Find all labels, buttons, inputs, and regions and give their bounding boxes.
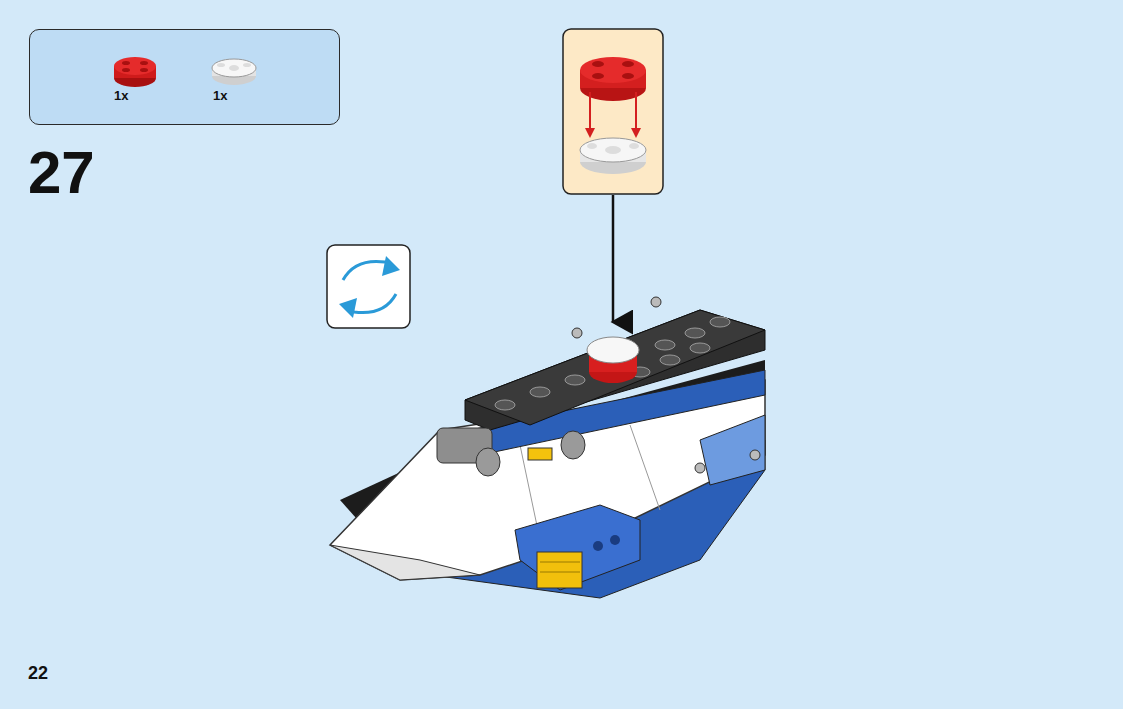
rotate-icon: [327, 245, 410, 328]
part-icons: [30, 30, 341, 126]
parts-list-box: 1x 1x: [29, 29, 340, 125]
step-number: 27: [28, 140, 95, 206]
part-quantity: 1x: [213, 88, 227, 103]
part-quantity: 1x: [114, 88, 128, 103]
page-number: 22: [28, 664, 48, 684]
placement-arrow: [612, 195, 615, 322]
callout-box: [563, 29, 663, 194]
boat-model: [330, 297, 765, 598]
